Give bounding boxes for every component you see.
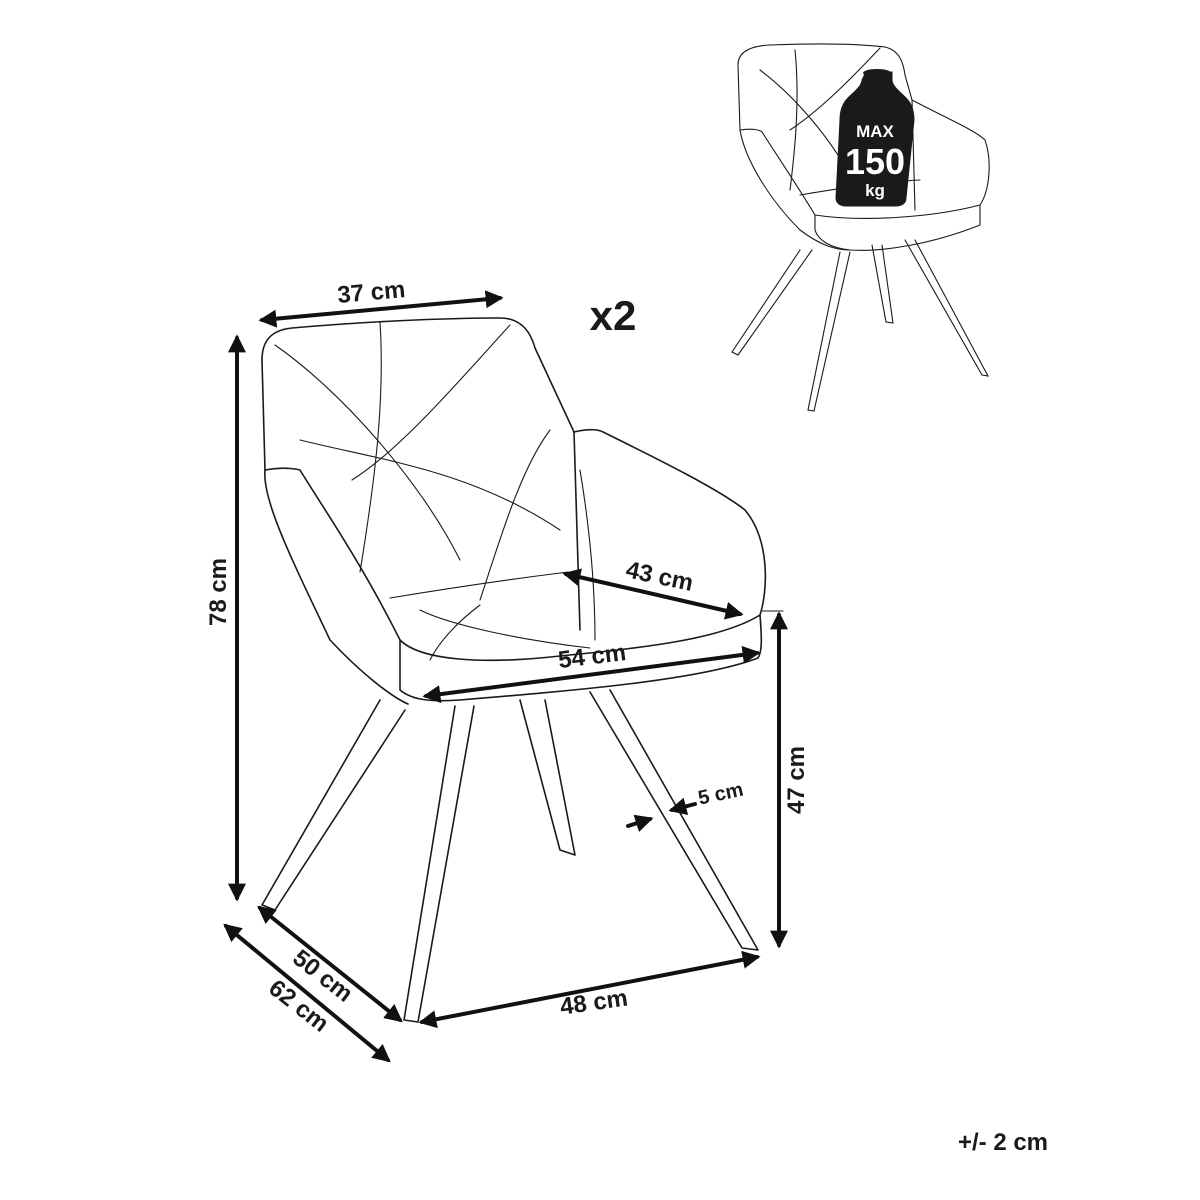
- max-load-unit: kg: [865, 181, 885, 200]
- weight-icon: [835, 69, 915, 207]
- label-width-top: 37 cm: [336, 276, 406, 309]
- label-quantity: x2: [590, 292, 637, 339]
- label-seat-height: 47 cm: [783, 746, 810, 814]
- label-tolerance: +/- 2 cm: [958, 1129, 1048, 1156]
- max-load-label: MAX: [856, 122, 894, 141]
- label-seat-width: 54 cm: [557, 639, 628, 674]
- label-base-width: 48 cm: [558, 984, 629, 1020]
- main-chair-drawing: [261, 317, 767, 1023]
- label-height-total: 78 cm: [205, 558, 232, 626]
- chair-thumbnail: [731, 43, 990, 412]
- label-leg-width: 5 cm: [696, 779, 745, 810]
- dimension-lines: [223, 290, 788, 1063]
- max-load-value: 150: [845, 141, 905, 182]
